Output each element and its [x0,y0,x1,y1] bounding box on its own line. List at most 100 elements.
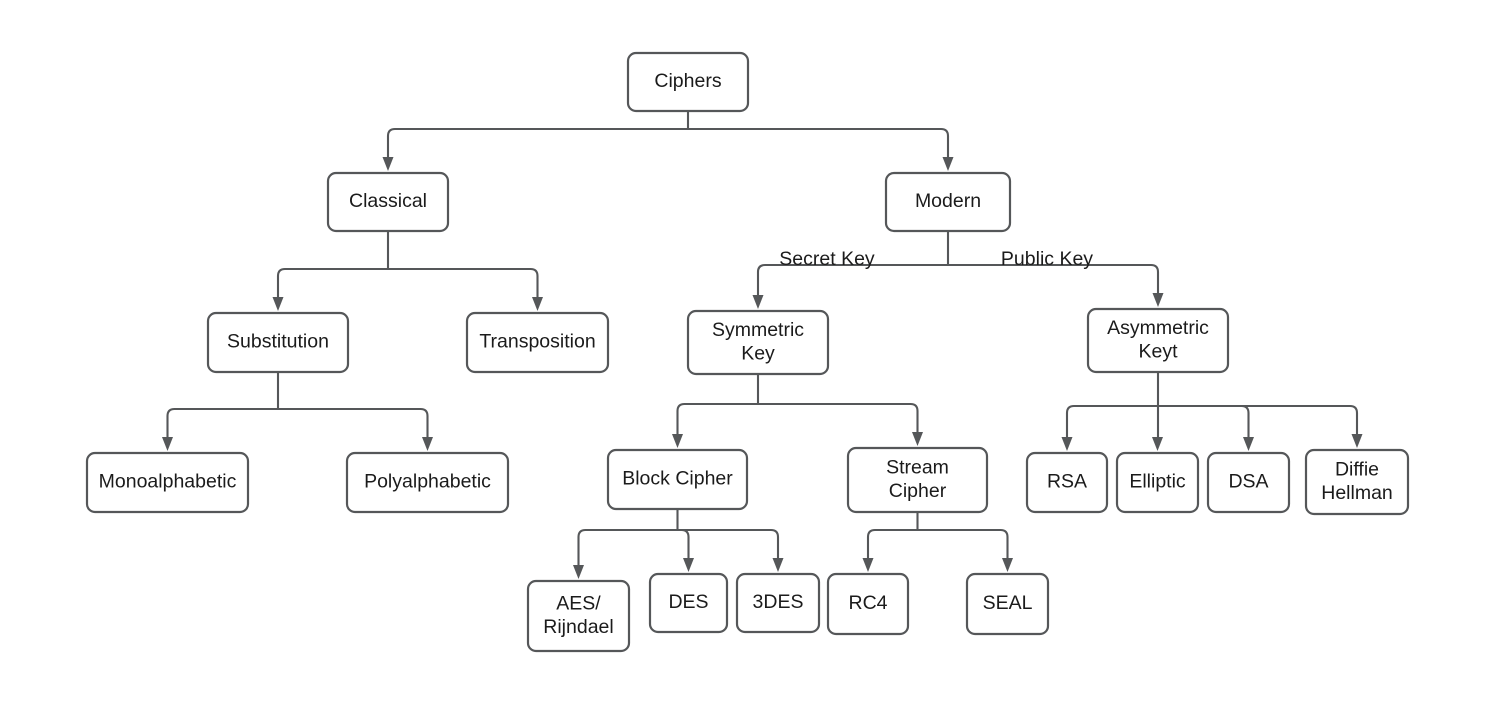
node-label-polyalphabetic: Polyalphabetic [364,471,491,493]
edge-stream-seal [917,528,1013,572]
node-label-monoalphabetic: Monoalphabetic [99,471,237,493]
node-aes-rijndael[interactable]: AES/Rijndael [526,579,631,653]
node-label-substitution: Substitution [227,331,329,353]
node-box-rc4 [826,572,910,636]
edge-block-3des [677,528,784,572]
node-box-des [648,572,729,634]
edge-ciphers-classical [382,127,688,171]
node-label-elliptic: Elliptic [1129,471,1186,493]
arrowhead-ciphers-classical [382,157,394,171]
node-box-dsa [1206,451,1291,514]
node-block-cipher[interactable]: Block Cipher [606,448,749,511]
edge-block-aes [573,528,678,579]
node-polyalphabetic[interactable]: Polyalphabetic [345,451,510,514]
node-dsa[interactable]: DSA [1206,451,1291,514]
node-box-3des [735,572,821,634]
arrowhead-symmetric-block [672,434,683,448]
node-box-transposition [465,311,610,374]
node-label-aes-rijndael: AES/Rijndael [543,592,613,638]
edge-asymmetric-diffie [1158,404,1363,448]
node-box-substitution [206,311,350,374]
edge-line-modern-symmetric [756,263,948,295]
edge-line-symmetric-stream [758,402,919,432]
node-monoalphabetic[interactable]: Monoalphabetic [85,451,250,514]
node-classical[interactable]: Classical [326,171,450,233]
node-label-rsa: RSA [1047,471,1087,493]
node-ciphers[interactable]: Ciphers [626,51,750,113]
node-des[interactable]: DES [648,572,729,634]
edge-substitution-monoalphabetic [162,407,278,451]
arrowhead-classical-substitution [272,297,284,311]
arrowhead-block-3des [772,558,784,572]
arrowhead-stream-seal [1002,558,1013,572]
node-box-modern [884,171,1012,233]
edge-modern-asymmetric [948,263,1164,307]
edge-classical-transposition [388,267,543,311]
node-label-rc4: RC4 [848,592,887,614]
node-box-monoalphabetic [85,451,250,514]
node-box-polyalphabetic [345,451,510,514]
edge-line-asymmetric-diffie [1158,404,1359,434]
node-box-classical [326,171,450,233]
arrowhead-asymmetric-elliptic [1152,437,1163,451]
edge-line-substitution-monoalphabetic [166,407,278,437]
node-box-rsa [1025,451,1109,514]
node-modern[interactable]: Modern [884,171,1012,233]
node-box-symmetric-key [686,309,830,376]
node-label-des: DES [668,591,708,613]
node-label-seal: SEAL [983,592,1033,614]
node-label-block-cipher: Block Cipher [622,468,733,490]
arrowhead-modern-asymmetric [1152,293,1164,307]
node-transposition[interactable]: Transposition [465,311,610,374]
arrowhead-stream-rc4 [862,558,874,572]
node-elliptic[interactable]: Elliptic [1115,451,1200,514]
edge-ciphers-modern [688,127,954,171]
edge-asymmetric-rsa [1061,404,1158,451]
edge-line-substitution-polyalphabetic [278,407,429,437]
node-box-ciphers [626,51,750,113]
node-rc4[interactable]: RC4 [826,572,910,636]
node-label-transposition: Transposition [479,331,595,353]
edge-block-des [677,528,694,572]
arrowhead-modern-symmetric [752,295,764,309]
arrowhead-asymmetric-diffie [1351,434,1363,448]
edge-asymmetric-elliptic [1152,406,1163,451]
edge-line-classical-transposition [388,267,539,297]
edge-line-asymmetric-dsa [1158,404,1250,437]
arrowhead-asymmetric-rsa [1061,437,1073,451]
node-label-modern: Modern [915,190,981,212]
arrowhead-substitution-monoalphabetic [162,437,173,451]
arrowhead-block-des [683,558,694,572]
node-3des[interactable]: 3DES [735,572,821,634]
edge-symmetric-block [672,402,758,448]
arrowhead-asymmetric-dsa [1243,437,1254,451]
node-box-diffie-hellman [1304,448,1410,516]
edges-layer [162,111,1363,579]
node-seal[interactable]: SEAL [965,572,1050,636]
node-box-asymmetric-keyt [1086,307,1230,374]
arrowhead-classical-transposition [532,297,543,311]
edge-line-modern-asymmetric [948,263,1160,293]
secret-key-label: Secret Key [779,248,875,270]
node-box-seal [965,572,1050,636]
node-label-ciphers: Ciphers [654,70,721,92]
edge-modern-symmetric [752,263,948,309]
node-box-aes-rijndael [526,579,631,653]
node-rsa[interactable]: RSA [1025,451,1109,514]
node-substitution[interactable]: Substitution [206,311,350,374]
edge-line-classical-substitution [276,267,388,297]
edge-line-asymmetric-rsa [1065,404,1158,437]
arrowhead-block-aes [573,565,584,579]
